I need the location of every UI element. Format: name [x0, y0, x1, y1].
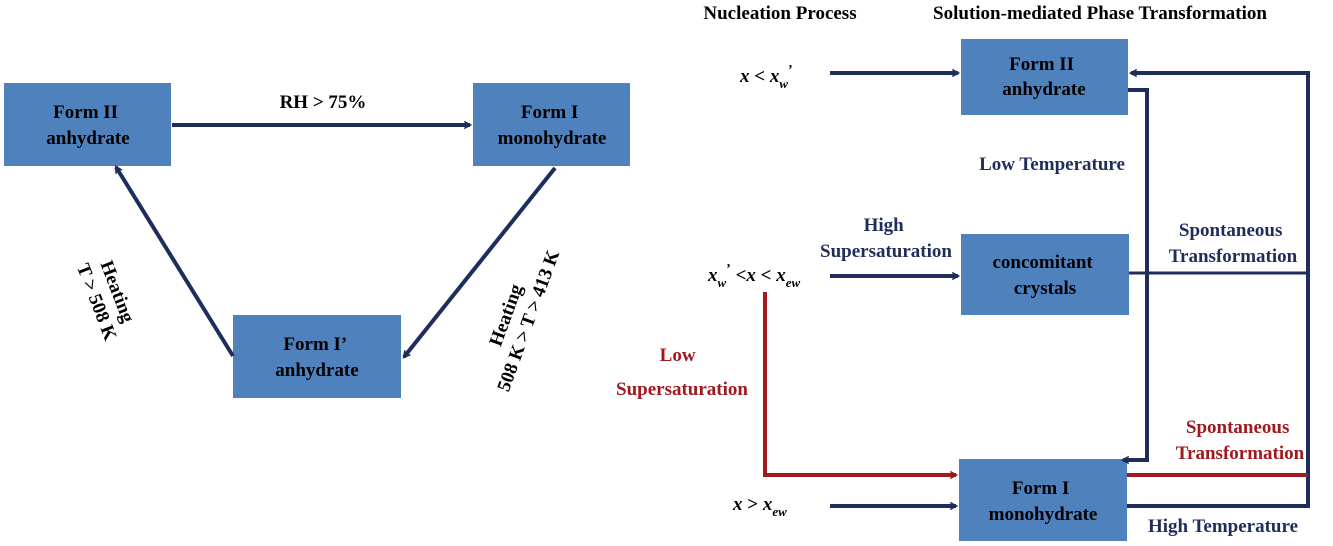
- left-form1-label: Form I monohydrate: [498, 102, 607, 149]
- high-supersaturation-label: High Supersaturation: [820, 215, 952, 262]
- arrow-form1prime-to-form2: [114, 165, 235, 358]
- arrow-low-supersaturation: [763, 292, 959, 480]
- condition-low: x < xw’: [739, 63, 793, 91]
- spontaneous-red-label: Spontaneous Transformation: [1176, 417, 1305, 464]
- right-form2-label: Form II anhydrate: [1002, 54, 1085, 100]
- left-cycle: Form II anhydrate Form I monohydrate For…: [4, 83, 630, 398]
- arrow-form2-to-form1-lowtemp: [1120, 88, 1149, 465]
- heating-right-label: Heating 508 K > T > 413 K: [472, 239, 565, 394]
- left-form1prime-box: [233, 315, 401, 398]
- right-form1-box: [959, 459, 1127, 541]
- high-temperature-label: High Temperature: [1148, 516, 1298, 537]
- header-transformation: Solution-mediated Phase Transformation: [933, 3, 1267, 24]
- low-temperature-label: Low Temperature: [979, 154, 1125, 175]
- arrow-form1-to-form2-hightemp: [1127, 68, 1310, 508]
- left-form2-box: [4, 83, 171, 166]
- svg-text:Heating T > 508 K: Heating T > 508 K: [72, 252, 142, 343]
- spontaneous-navy-label: Spontaneous Transformation: [1169, 220, 1298, 267]
- left-form1prime-label: Form I’ anhydrate: [275, 334, 358, 381]
- rh-label: RH > 75%: [280, 92, 367, 113]
- concomitant-label: concomitant crystals: [992, 252, 1097, 299]
- condition-high: x > xew: [732, 494, 787, 519]
- condition-mid: xw’ <x < xew: [707, 262, 801, 290]
- right-panel: Nucleation Process Solution-mediated Pha…: [616, 3, 1310, 541]
- right-form2-box: [961, 39, 1128, 115]
- left-form2-label: Form II anhydrate: [46, 102, 129, 149]
- header-nucleation: Nucleation Process: [703, 3, 856, 24]
- low-supersaturation-label: Low Supersaturation: [616, 345, 748, 400]
- left-form1-box: [473, 83, 630, 166]
- arrow-form1-to-form1prime: [402, 166, 557, 359]
- svg-text:Heating 508 K > T > 41: Heating 508 K > T > 413 K: [472, 239, 564, 394]
- right-form1-label: Form I monohydrate: [989, 478, 1098, 525]
- concomitant-box: [961, 234, 1129, 315]
- heating-left-label: Heating T > 508 K: [72, 252, 142, 344]
